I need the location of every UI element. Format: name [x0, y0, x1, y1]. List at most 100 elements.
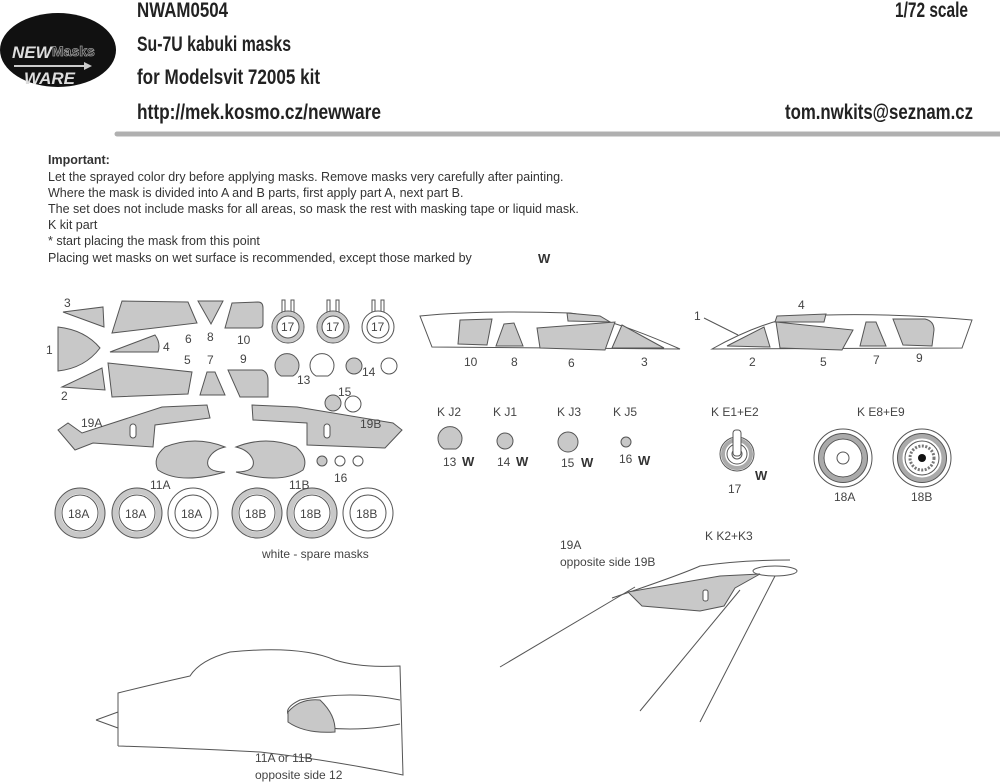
part-label: 19A [81, 416, 102, 430]
mask-shape [611, 324, 665, 349]
mask-shape [61, 494, 99, 532]
part-label: 16 [334, 471, 348, 485]
mask-shape [908, 444, 936, 472]
mask-shape [626, 573, 761, 612]
mask-shape [287, 488, 337, 538]
part-label: 15 [338, 385, 352, 399]
part-label: K E1+E2 [711, 405, 759, 419]
mask-shape [111, 487, 163, 539]
mask-1 [57, 326, 101, 372]
mask-shape [897, 433, 947, 483]
part-label: 3 [64, 296, 71, 310]
part-label: 13 [297, 373, 311, 387]
part-label: 18A [834, 490, 855, 504]
spare-masks-note: white - spare masks [261, 547, 369, 561]
mask-shape [95, 711, 119, 729]
canopy-left-view: 10 8 6 3 [419, 311, 681, 370]
part-label: 14 [497, 455, 511, 469]
mask-shape [118, 494, 156, 532]
part-label: 9 [916, 351, 923, 365]
mask-shape [496, 432, 514, 450]
part-label: 1 [46, 343, 53, 357]
mask-15 [324, 394, 342, 412]
part-label: 19B [360, 417, 381, 431]
logo-masks: Masks [52, 43, 95, 59]
part-label: 4 [163, 340, 170, 354]
part-label: 18B [911, 490, 932, 504]
part-label: 17 [371, 320, 385, 334]
part-label: 4 [798, 298, 805, 312]
part-label: 2 [61, 389, 68, 403]
part-label: K E8+E9 [857, 405, 905, 419]
part-label: 15 [561, 456, 575, 470]
part-label: W [581, 455, 594, 470]
fuselage-side-view: 11A or 11B opposite side 12 [95, 649, 404, 782]
fuselage-detail-19a: K K2+K3 19A opposite side 19B [499, 529, 798, 723]
part-label: 7 [873, 353, 880, 367]
mask-3 [62, 306, 105, 328]
mask-7 [199, 371, 226, 396]
mask-shape [620, 436, 632, 448]
part-label: K J3 [557, 405, 581, 419]
mask-shape [818, 433, 868, 483]
instruction-line: * start placing the mask from this point [48, 234, 260, 248]
mask-11b [234, 440, 306, 479]
part-label: W [755, 468, 768, 483]
mask-17-rings [271, 299, 395, 344]
mask-sheet: 3 6 8 10 1 4 2 5 7 9 17 17 17 13 14 15 1… [46, 296, 403, 561]
logo-new: NEW [12, 43, 54, 62]
part-label: 6 [568, 356, 575, 370]
mask-shape [859, 321, 887, 347]
mask-shape [457, 318, 493, 346]
part-label: 18B [300, 507, 321, 521]
mask-shape [323, 423, 331, 439]
part-label: 16 [619, 452, 633, 466]
mask-16-spare [352, 455, 364, 467]
mask-shape [918, 454, 926, 462]
part-label: opposite side 19B [560, 555, 655, 569]
part-label: 17 [728, 482, 742, 496]
mask-shape [129, 423, 137, 439]
part-label: W [638, 453, 651, 468]
part-label: 1 [694, 309, 701, 323]
mask-shape [495, 322, 524, 347]
wet-mark-icon: W [538, 251, 551, 266]
part-label: 13 [443, 455, 457, 469]
mask-shape [281, 299, 295, 314]
mask-shape [703, 317, 739, 336]
mask-2 [60, 367, 106, 391]
mask-shape [287, 699, 336, 733]
mask-shape [55, 488, 105, 538]
part-label: 11A [150, 478, 170, 492]
part-label: 7 [207, 353, 214, 367]
product-subtitle: for Modelsvit 72005 kit [137, 66, 320, 89]
mask-shape [316, 299, 350, 344]
instruction-line: The set does not include masks for all a… [48, 202, 579, 216]
mask-shape [286, 487, 338, 539]
mask-shape [174, 494, 212, 532]
mask-shape [775, 321, 854, 351]
mask-6 [111, 300, 198, 334]
mask-16-spare [334, 455, 346, 467]
instruction-line: Let the sprayed color dry before applyin… [48, 170, 564, 184]
mask-shape [818, 433, 868, 483]
mask-shape [272, 311, 304, 343]
instructions: Important: Let the sprayed color dry bef… [48, 153, 579, 266]
part-label: 18A [68, 507, 89, 521]
mask-13-spare [309, 353, 335, 377]
mask-shape [231, 487, 283, 539]
mask-4 [109, 334, 160, 353]
mask-shape [321, 315, 345, 339]
mask-11a [155, 440, 227, 479]
newware-logo: NEW Masks WARE [0, 13, 116, 88]
part-label: 10 [464, 355, 478, 369]
part-label: 18A [181, 507, 202, 521]
part-label: W [462, 454, 475, 469]
mask-shape [238, 494, 276, 532]
part-label: 10 [237, 333, 251, 347]
part-label: 17 [281, 320, 295, 334]
mask-shape [366, 315, 390, 339]
mask-10 [224, 301, 264, 329]
